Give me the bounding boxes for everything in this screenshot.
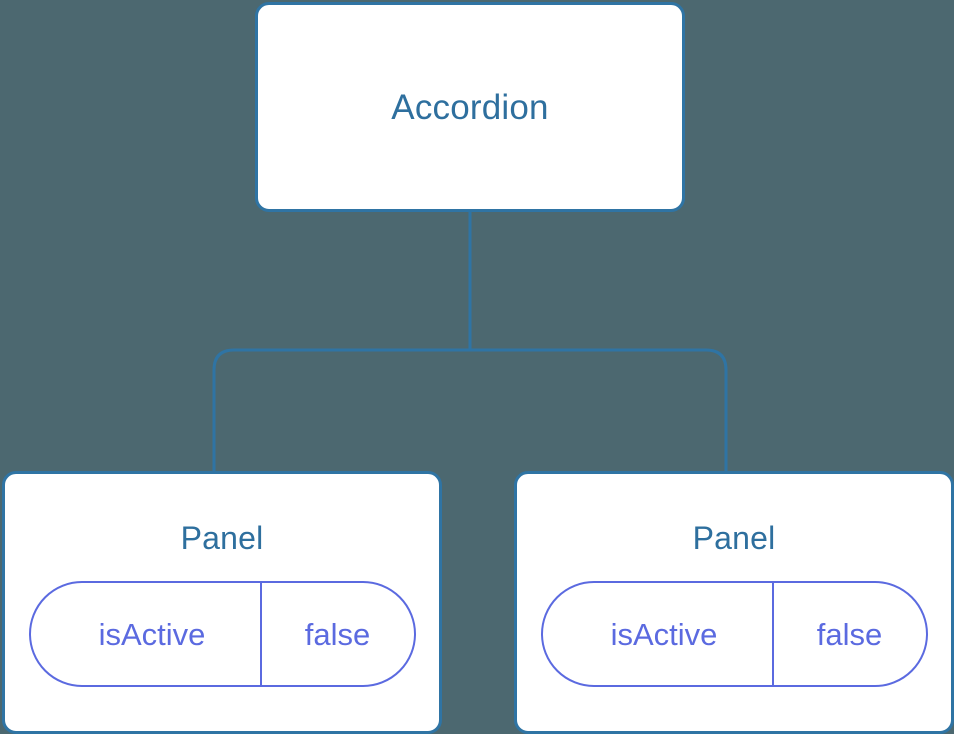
node-panel-2[interactable]: Panel isActive false <box>514 471 954 734</box>
edge-root-to-panel-1 <box>212 348 470 473</box>
state-badge-panel-1[interactable]: isActive false <box>28 581 416 687</box>
node-accordion-label: Accordion <box>391 87 549 127</box>
edge-root-to-panel-2 <box>470 348 728 473</box>
state-badge-panel-2[interactable]: isActive false <box>540 581 928 687</box>
node-accordion[interactable]: Accordion <box>255 2 685 212</box>
state-value-panel-1: false <box>259 583 414 685</box>
node-panel-1-label: Panel <box>180 520 264 556</box>
state-key-panel-1: isActive <box>98 616 206 652</box>
node-panel-2-label: Panel <box>692 520 776 556</box>
state-value-panel-2: false <box>771 583 926 685</box>
state-key-panel-2: isActive <box>610 616 718 652</box>
node-panel-1[interactable]: Panel isActive false <box>2 471 442 734</box>
